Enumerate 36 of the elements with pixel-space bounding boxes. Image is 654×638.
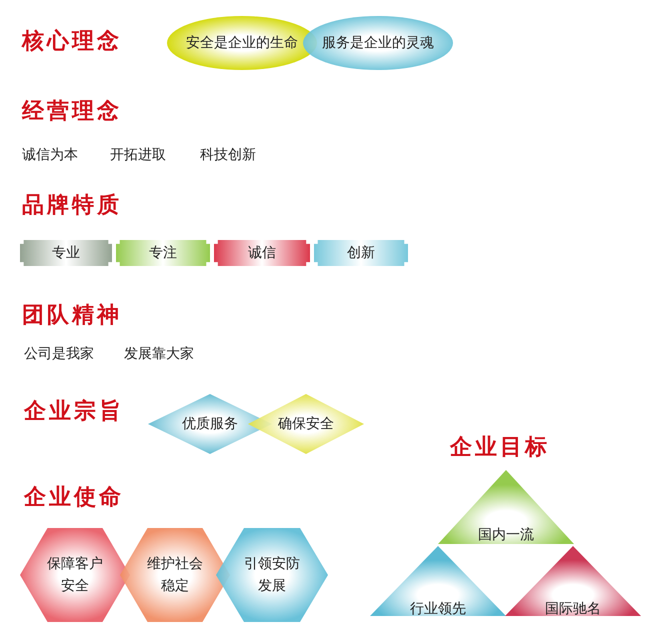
diamond-shape: [248, 394, 364, 454]
value-text: 公司是我家: [24, 345, 94, 363]
node-text: 专业: [52, 244, 80, 263]
section-heading: 品牌特质: [22, 191, 122, 220]
node-text: 创新: [347, 244, 375, 263]
hexagon-shape: [216, 528, 328, 622]
triangle-shape: [505, 546, 641, 616]
node-text: 行业领先: [410, 600, 466, 619]
value-text: 科技创新: [200, 146, 256, 164]
section-heading: 经营理念: [22, 97, 122, 126]
section-heading: 企业使命: [24, 483, 124, 512]
ribbon-tag: [116, 240, 210, 266]
node-text: 国内一流: [478, 526, 534, 545]
ribbon-tag: [20, 240, 112, 266]
node-text: 专注: [149, 244, 177, 263]
node-text: 确保安全: [278, 414, 334, 434]
node-text: 保障客户安全: [46, 554, 104, 596]
section-heading: 核心理念: [22, 27, 122, 56]
triangle-shape: [370, 546, 506, 616]
node-text: 引领安防发展: [243, 554, 301, 596]
value-text: 发展靠大家: [124, 345, 194, 363]
value-text: 诚信为本: [22, 146, 78, 164]
ribbon-tag: [214, 240, 310, 266]
value-text: 开拓进取: [110, 146, 166, 164]
ellipse-shape: [303, 16, 453, 70]
ribbon-tag: [314, 240, 408, 266]
section-heading: 企业目标: [450, 433, 550, 462]
node-text: 国际驰名: [545, 600, 601, 619]
section-heading: 企业宗旨: [24, 397, 124, 426]
triangle-shape: [438, 470, 574, 544]
node-text: 诚信: [248, 244, 276, 263]
section-heading: 团队精神: [22, 301, 122, 330]
node-text: 服务是企业的灵魂: [322, 34, 434, 53]
node-text: 优质服务: [182, 414, 238, 434]
node-text: 维护社会稳定: [146, 554, 204, 596]
node-text: 安全是企业的生命: [186, 34, 298, 53]
